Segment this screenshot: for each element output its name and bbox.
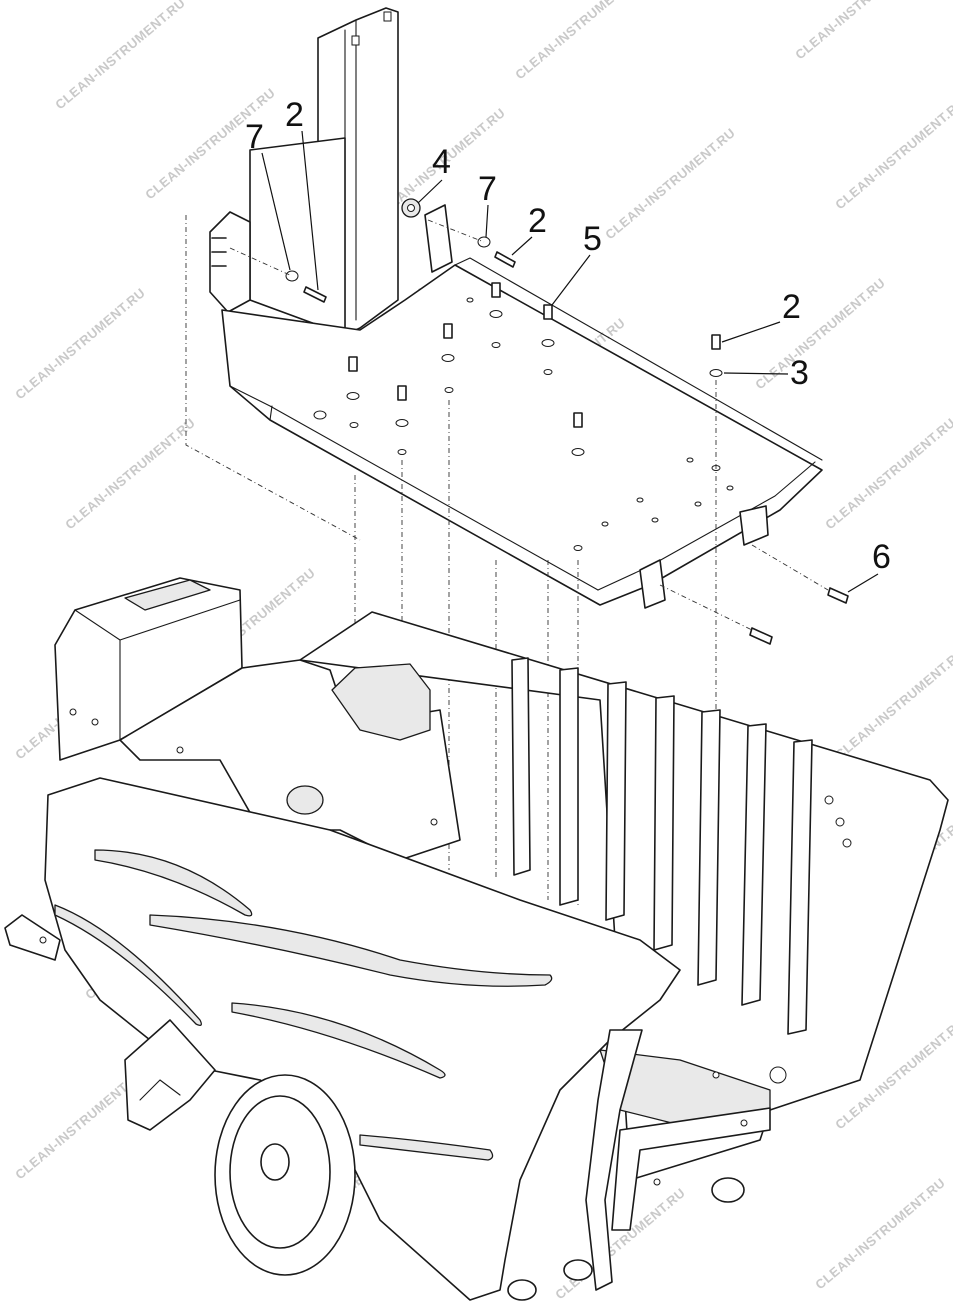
bolt (749, 627, 773, 645)
watermark: CLEAN-INSTRUMENT.RU (512, 0, 648, 82)
shell-grip-slot (94, 849, 253, 917)
side-flange (739, 505, 769, 546)
watermark: CLEAN-INSTRUMENT.RU (822, 415, 953, 532)
tub-ribs (511, 657, 813, 1035)
tray-floor (221, 264, 823, 606)
vertical-bolts (346, 282, 723, 456)
callout-2: 2 (528, 202, 547, 240)
upright-slot-top (383, 11, 392, 22)
watermark: CLEAN-INSTRUMENT.RU (832, 645, 953, 762)
bolt (303, 286, 327, 303)
callout-7: 7 (245, 118, 264, 156)
rear-tab (424, 204, 453, 273)
shell-grip-slot (231, 1002, 446, 1079)
upright-slot-top (351, 35, 360, 46)
callout-3: 3 (790, 354, 809, 392)
battery-tray-bracket (209, 7, 823, 609)
tray-holes (313, 297, 734, 551)
watermark: CLEAN-INSTRUMENT.RU (832, 95, 953, 212)
rear-wheel (214, 1074, 356, 1276)
center-recess (119, 659, 461, 861)
bracket-side-plate (249, 137, 346, 336)
recess-cavity (331, 663, 431, 741)
callout-2: 2 (782, 288, 801, 326)
callout-2: 2 (285, 96, 304, 134)
bolt (494, 251, 516, 268)
caster-wheel (711, 1177, 745, 1203)
tube-frame (585, 1029, 643, 1291)
caster-wheel (563, 1259, 593, 1281)
front-bumper (4, 914, 61, 961)
fasteners (285, 198, 849, 645)
callout-4: 4 (432, 143, 451, 181)
shell-grip-slot (359, 1134, 494, 1161)
machine-body (4, 577, 949, 1301)
front-flange (639, 559, 666, 609)
watermark: CLEAN-INSTRUMENT.RU (12, 285, 148, 402)
watermark: CLEAN-INSTRUMENT.RU (792, 0, 928, 62)
callout-5: 5 (583, 220, 602, 258)
caster-bracket (124, 1019, 216, 1131)
bolt-6 (827, 587, 849, 604)
watermark: CLEAN-INSTRUMENT.RU (752, 275, 888, 392)
tube-frame-rear (611, 1107, 771, 1231)
bracket-slotted-tab (209, 211, 251, 313)
callout-7: 7 (478, 170, 497, 208)
hose-port (286, 785, 324, 815)
watermark: CLEAN-INSTRUMENT.RU (52, 0, 188, 112)
callout-6: 6 (872, 538, 891, 576)
housing-top-opening (124, 579, 211, 611)
watermark: CLEAN-INSTRUMENT.RU (62, 415, 198, 532)
watermark: CLEAN-INSTRUMENT.RU (812, 1175, 948, 1292)
watermark: CLEAN-INSTRUMENT.RU (602, 125, 738, 242)
caster-wheel (507, 1279, 537, 1301)
left-housing (54, 577, 243, 761)
shell-grip-slot (54, 904, 202, 1026)
callout-labels: 7 2 4 7 2 5 2 3 6 (245, 96, 891, 593)
shell-grip-slot (149, 914, 553, 987)
